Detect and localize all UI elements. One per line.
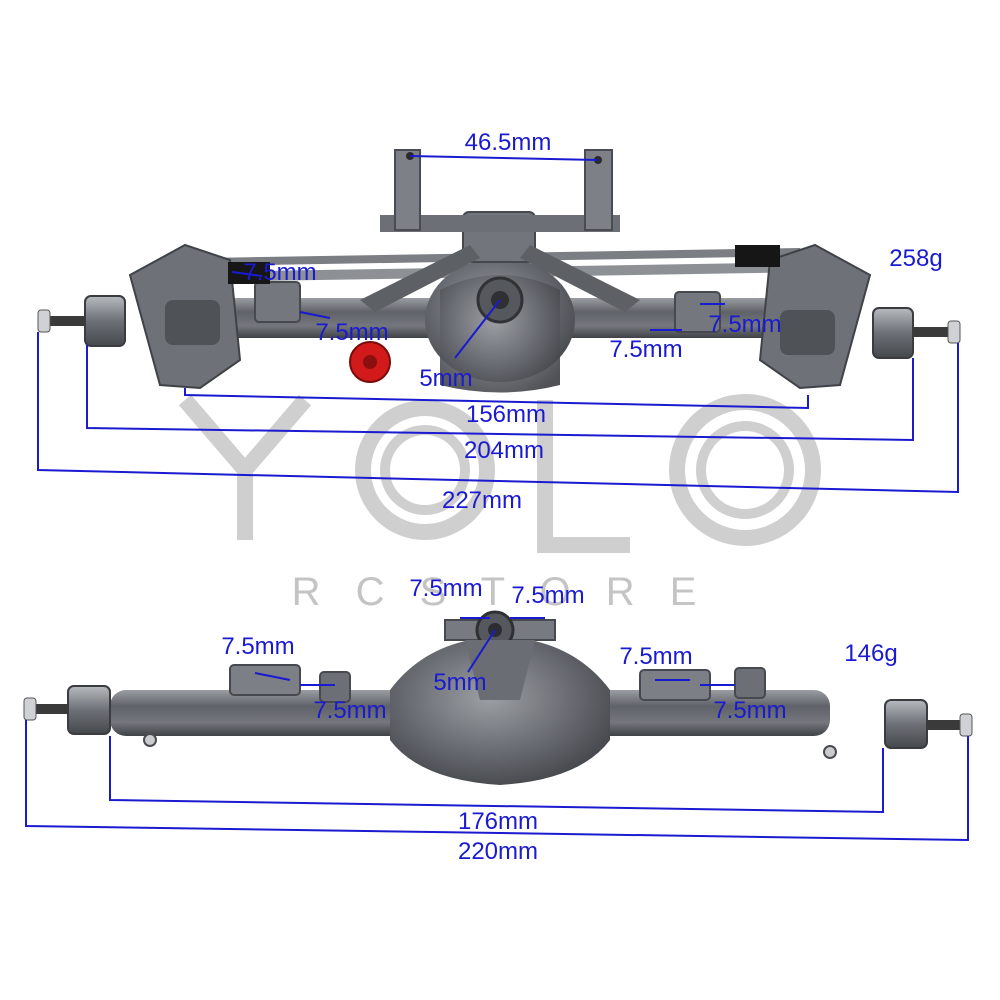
label-rear-top-right: 7.5mm xyxy=(511,582,584,609)
rear-link-mount-right xyxy=(639,669,711,701)
label-front-weight: 258g xyxy=(889,245,942,272)
front-link-bracket-left xyxy=(394,149,421,231)
label-front-204: 204mm xyxy=(464,437,544,464)
label-rear-176: 176mm xyxy=(458,808,538,835)
front-stud-right xyxy=(913,327,953,337)
dim-line-rear-176 xyxy=(109,736,884,814)
rear-axle xyxy=(23,610,973,785)
rear-stud-left xyxy=(30,704,68,714)
watermark-letter-y xyxy=(178,394,312,540)
dim-line-front-204 xyxy=(86,345,914,442)
front-stud-left xyxy=(45,316,85,326)
label-front-mount-width: 46.5mm xyxy=(465,129,552,156)
label-rear-pinion: 5mm xyxy=(433,669,486,696)
front-cvd-left xyxy=(165,300,220,345)
front-hex-right xyxy=(872,307,914,359)
label-rear-top-left: 7.5mm xyxy=(409,575,482,602)
dimension-lines xyxy=(25,155,969,842)
label-front-156: 156mm xyxy=(466,401,546,428)
dim-line-front-mount xyxy=(409,155,599,161)
front-lower-link-mount-right xyxy=(674,291,721,333)
front-steering-block-right xyxy=(735,245,780,267)
label-rear-220: 220mm xyxy=(458,838,538,865)
label-front-link-ul: 7.5mm xyxy=(243,259,316,286)
front-steering-block-left xyxy=(228,262,270,284)
front-hex-left xyxy=(84,295,126,347)
label-rear-link-ll: 7.5mm xyxy=(313,697,386,724)
label-front-227: 227mm xyxy=(442,487,522,514)
label-rear-weight: 146g xyxy=(844,640,897,667)
label-front-link-ur: 7.5mm xyxy=(708,311,781,338)
front-axle xyxy=(37,149,961,393)
watermark xyxy=(178,394,821,553)
rear-hex-left xyxy=(67,685,111,735)
rear-stud-right xyxy=(927,720,965,730)
label-front-pinion: 5mm xyxy=(419,365,472,392)
rear-hex-right xyxy=(884,699,928,749)
dim-line-rear-5mm xyxy=(467,629,496,673)
dim-line-rear-220 xyxy=(25,720,969,842)
watermark-subtitle: R C S T O R E xyxy=(292,570,709,614)
label-rear-link-ur: 7.5mm xyxy=(619,643,692,670)
label-rear-link-ul: 7.5mm xyxy=(221,633,294,660)
front-link-bracket-right xyxy=(584,149,613,231)
dim-line-front-156 xyxy=(184,388,809,410)
watermark-letter-l xyxy=(537,400,630,553)
label-front-link-lr: 7.5mm xyxy=(609,336,682,363)
label-front-link-ll: 7.5mm xyxy=(315,319,388,346)
label-rear-link-lr: 7.5mm xyxy=(713,697,786,724)
rear-link-mount-left xyxy=(229,664,301,696)
dim-line-front-227 xyxy=(37,332,959,494)
front-cvd-right xyxy=(780,310,835,355)
dim-line-front-5mm xyxy=(454,299,501,359)
rear-diff-housing xyxy=(390,640,610,785)
front-lower-link-mount-left xyxy=(254,281,301,323)
